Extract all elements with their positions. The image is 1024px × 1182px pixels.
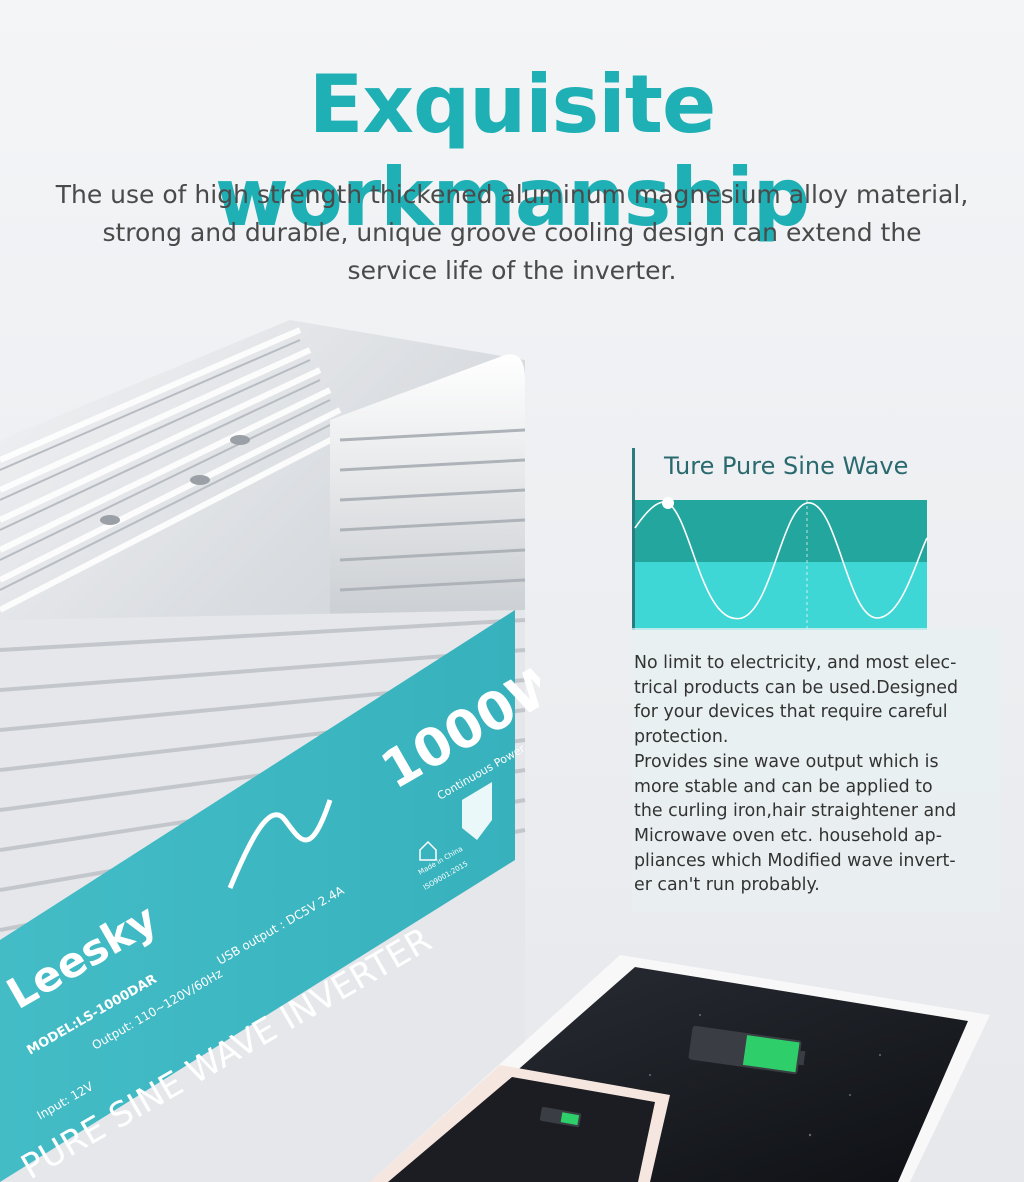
description-line: the curling iron,hair straightener and: [634, 801, 957, 822]
inverter-image: 1000W Continuous Power Leesky MODEL:LS-1…: [0, 320, 540, 1182]
description-line: more stable and can be applied to: [634, 776, 933, 797]
description-line: for your devices that require careful: [634, 702, 948, 723]
description-line: protection.: [634, 727, 729, 748]
sine-wave-title: Ture Pure Sine Wave: [664, 452, 909, 480]
subtext-line: strong and durable, unique groove coolin…: [102, 218, 922, 247]
subtext: The use of high strength thickened alumi…: [30, 176, 994, 290]
devices-image: [370, 955, 990, 1182]
description-line: er can't run probably.: [634, 875, 820, 896]
description-line: pliances which Modified wave invert-: [634, 850, 956, 871]
certification-badge-icon: [462, 782, 492, 840]
phone-battery-icon: [539, 1106, 582, 1128]
headline: Exquisite workmanship: [214, 58, 810, 244]
feature-description: No limit to electricity, and most elec- …: [634, 651, 994, 898]
description-line: Provides sine wave output which is: [634, 751, 939, 772]
description-card: [632, 628, 1000, 912]
description-line: trical products can be used.Designed: [634, 677, 959, 698]
sine-wave-panel: [632, 448, 928, 630]
subtext-line: service life of the inverter.: [347, 256, 677, 285]
description-line: No limit to electricity, and most elec-: [634, 653, 957, 673]
sine-start-dot-icon: [662, 497, 674, 509]
house-icon: [419, 840, 437, 861]
subtext-line: The use of high strength thickened alumi…: [55, 180, 969, 209]
description-line: Microwave oven etc. household ap-: [634, 825, 942, 846]
battery-icon: [688, 1025, 806, 1075]
